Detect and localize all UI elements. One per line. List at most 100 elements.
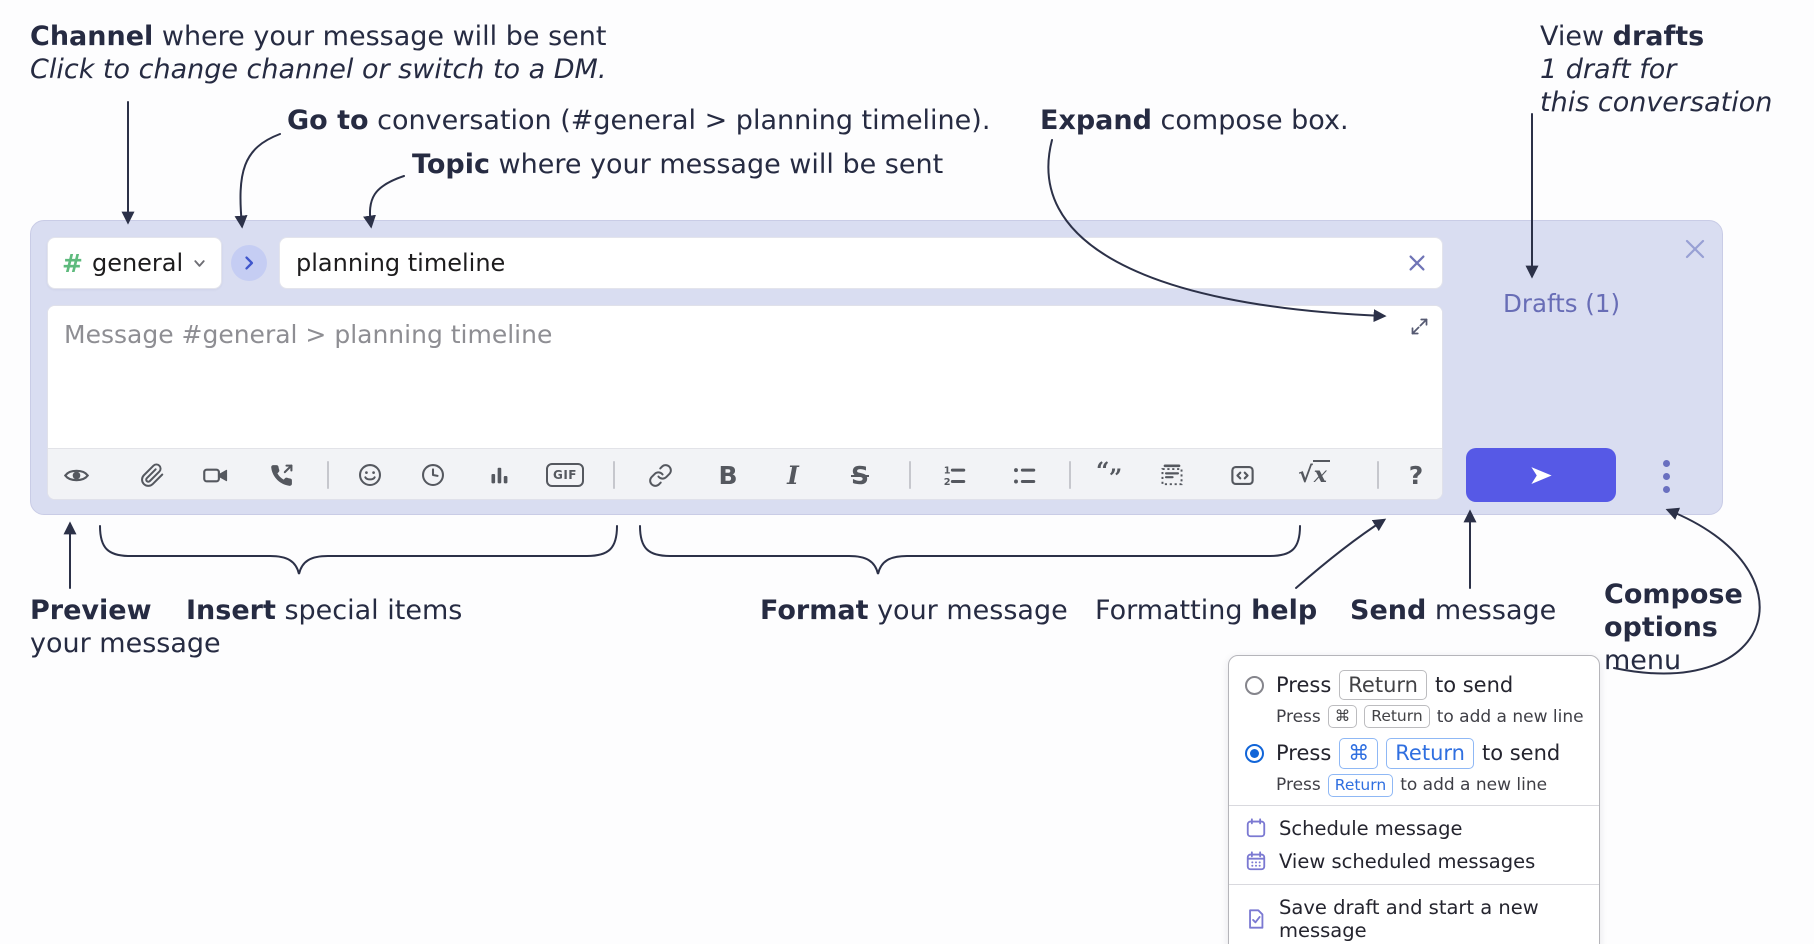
preview-annotation-bold: Preview xyxy=(30,595,152,626)
code-block-button[interactable] xyxy=(1150,449,1194,499)
audio-huddle-button[interactable] xyxy=(259,449,303,499)
toolbar-divider xyxy=(327,461,329,489)
bullet-list-button[interactable] xyxy=(1002,449,1046,499)
view-drafts-annotation: View drafts 1 draft for this conversatio… xyxy=(1540,20,1772,119)
bold-button[interactable]: B xyxy=(706,449,750,499)
radio-selected-icon[interactable] xyxy=(1245,743,1264,763)
expand-annotation: Expand compose box. xyxy=(1040,104,1349,137)
drafts-link[interactable]: Drafts (1) xyxy=(1503,289,1621,318)
compose-options-line3: menu xyxy=(1604,645,1682,676)
channel-annotation-line2: Click to change channel or switch to a D… xyxy=(30,54,607,85)
strikethrough-icon: S xyxy=(850,460,869,490)
option-return-suffix: to send xyxy=(1434,673,1514,698)
view-drafts-bold: drafts xyxy=(1612,21,1705,52)
insert-brace xyxy=(99,525,618,575)
topic-input[interactable]: planning timeline xyxy=(279,237,1443,289)
expand-compose-button[interactable] xyxy=(1409,316,1430,341)
option-return-to-send[interactable]: Press Return to send xyxy=(1229,668,1599,702)
formula-button[interactable]: √x xyxy=(1292,449,1336,499)
send-button[interactable] xyxy=(1466,448,1616,502)
channel-selector[interactable]: # general xyxy=(47,237,223,289)
formatting-help-arrow xyxy=(1295,518,1387,589)
link-button[interactable] xyxy=(638,449,682,499)
code-block-icon xyxy=(1161,464,1183,486)
code-button[interactable] xyxy=(1220,449,1264,499)
menu-item-view-scheduled[interactable]: View scheduled messages xyxy=(1229,845,1599,878)
cmd-keycap: ⌘ xyxy=(1327,705,1358,729)
poll-chart-button[interactable] xyxy=(477,449,521,499)
chevron-down-icon xyxy=(194,259,205,267)
return-keycap: Return xyxy=(1364,705,1430,729)
compose-options-line1: Compose xyxy=(1604,579,1743,610)
strikethrough-button[interactable]: S xyxy=(838,449,882,499)
video-clip-button[interactable] xyxy=(193,449,237,499)
bar-chart-icon xyxy=(490,467,507,483)
recent-clock-button[interactable] xyxy=(411,449,455,499)
question-mark-icon: ? xyxy=(1408,460,1424,490)
menu-item-save-draft[interactable]: Save draft and start a new message xyxy=(1229,891,1599,944)
eye-icon xyxy=(63,469,89,481)
clock-icon xyxy=(422,464,444,486)
channel-annotation: Channel where your message will be sent … xyxy=(30,20,606,86)
option-return-prefix: Press xyxy=(1276,673,1332,698)
send-annotation: Send message xyxy=(1350,594,1556,627)
kebab-dot xyxy=(1662,459,1670,467)
bold-icon: B xyxy=(718,460,738,490)
kebab-dot xyxy=(1662,485,1670,493)
format-annotation: Format your message xyxy=(760,594,1068,627)
italic-button[interactable]: I xyxy=(771,449,815,499)
expand-annotation-bold: Expand xyxy=(1040,105,1152,136)
svg-text:“: “ xyxy=(1096,461,1109,485)
clear-topic-icon[interactable] xyxy=(1406,252,1428,274)
sub-suffix: to add a new line xyxy=(1436,706,1584,727)
kebab-dot xyxy=(1662,472,1670,480)
channel-annotation-bold: Channel xyxy=(30,21,154,52)
topic-arrow xyxy=(363,175,405,229)
format-annotation-rest: your message xyxy=(868,595,1068,626)
italic-icon: I xyxy=(787,460,799,490)
gif-button[interactable]: GIF xyxy=(543,449,587,499)
topic-annotation-bold: Topic xyxy=(412,149,490,180)
menu-item-schedule-message[interactable]: Schedule message xyxy=(1229,812,1599,845)
calendar-grid-icon xyxy=(1245,850,1267,872)
menu-divider xyxy=(1229,883,1599,885)
sqrt-x: x xyxy=(1312,460,1330,488)
option-cmd-return-to-send[interactable]: Press ⌘ Return to send xyxy=(1229,736,1599,770)
blockquote-icon: “ ” xyxy=(1096,461,1122,489)
radio-unselected-icon[interactable] xyxy=(1245,675,1264,695)
send-icon xyxy=(1530,466,1552,484)
paperclip-icon xyxy=(140,462,163,487)
sub-prefix: Press xyxy=(1276,775,1321,796)
option-cmd-suffix: to send xyxy=(1481,741,1561,766)
go-to-conversation-button[interactable] xyxy=(231,245,267,281)
option-return-subtext: Press ⌘ Return to add a new line xyxy=(1276,705,1599,729)
menu-item-label: Schedule message xyxy=(1279,816,1463,840)
gif-icon: GIF xyxy=(545,463,584,487)
return-keycap-blue: Return xyxy=(1386,738,1474,769)
close-compose-button[interactable] xyxy=(1675,229,1715,269)
message-input[interactable]: Message #general > planning timeline xyxy=(48,306,1442,448)
formula-icon: √x xyxy=(1298,460,1330,488)
video-camera-icon xyxy=(202,468,227,482)
ordered-list-button[interactable]: 1 2 xyxy=(932,449,976,499)
formatting-help-button[interactable]: ? xyxy=(1394,449,1438,499)
compose-options-button[interactable] xyxy=(1651,452,1681,500)
formatting-help-pre: Formatting xyxy=(1095,595,1252,626)
return-keycap: Return xyxy=(1339,670,1427,701)
topic-value: planning timeline xyxy=(296,249,506,277)
attach-file-button[interactable] xyxy=(130,449,174,499)
preview-annotation-line2: your message xyxy=(30,628,221,659)
toolbar-divider xyxy=(613,461,615,489)
preview-annotation: Preview your message xyxy=(30,594,221,660)
preview-button[interactable] xyxy=(54,449,98,499)
message-placeholder: Message #general > planning timeline xyxy=(64,320,553,349)
emoji-button[interactable] xyxy=(348,449,392,499)
emoji-icon xyxy=(359,464,381,486)
expand-icon xyxy=(1411,318,1428,335)
view-drafts-pre: View xyxy=(1540,21,1613,52)
blockquote-button[interactable]: “ ” xyxy=(1088,449,1132,499)
channel-name: general xyxy=(91,249,184,277)
topic-annotation: Topic where your message will be sent xyxy=(412,148,943,181)
sub-suffix: to add a new line xyxy=(1400,775,1548,796)
